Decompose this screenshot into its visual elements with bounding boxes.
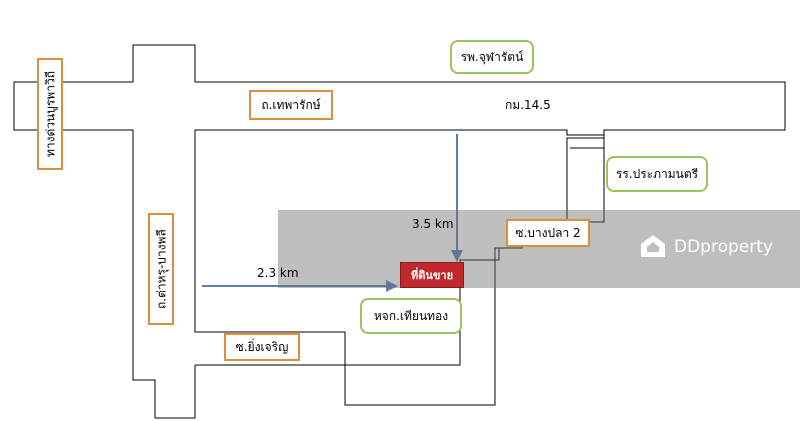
watermark-text: DDproperty [674,237,773,257]
soi-bangpla-label: ซ.บางปลา 2 [506,219,590,247]
main-road-label: ถ.เทพารักษ์ [249,90,333,120]
center-road-label: ถ.ต่าหรุ-บางพลี [148,213,174,325]
land-for-sale-marker: ที่ดินขาย [400,262,464,288]
soi-yingcharoen-label: ซ.ยิ่งเจริญ [224,333,300,361]
house-icon [641,235,665,257]
watermark-logo: DDproperty [638,232,773,262]
soi-road [567,130,605,223]
distance-vertical: 3.5 km [412,217,454,231]
hospital-label: รพ.จุฬารัตน์ [450,40,534,74]
shop-label: หจก.เทียนทอง [360,298,462,334]
road-network [132,130,522,418]
arrow-horizontal-head [386,280,398,292]
expressway-label: ทางด่วนบูรพาวิถี [37,58,63,170]
km-marker: กม.14.5 [505,98,551,112]
arrow-vertical-head [451,250,463,262]
school-label: รร.ประภามนตรี [606,156,708,192]
distance-horizontal: 2.3 km [257,266,299,280]
